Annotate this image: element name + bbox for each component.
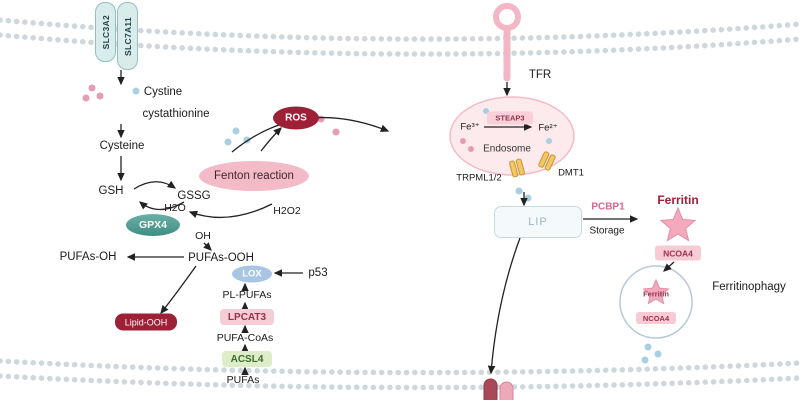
pufas-label: PUFAs: [226, 374, 260, 386]
cell-membrane-bottom: [0, 358, 800, 391]
cysteine-label: Cysteine: [99, 140, 145, 152]
tfr-receptor-icon: [493, 3, 521, 82]
dmt1-label: DMT1: [558, 167, 584, 179]
ros-bubble: ROS: [273, 106, 319, 130]
vesicle-ferritin-label: Ferritin: [643, 289, 669, 299]
ferritinophagy-label: Ferritinophagy: [712, 281, 786, 293]
lip-box: LIP: [494, 206, 582, 238]
vesicle-ncoa4-badge: NCOA4: [636, 312, 676, 324]
h2o2-label: H2O2: [273, 205, 301, 217]
pufas-oh-label: PUFAs-OH: [59, 251, 117, 263]
storage-label: Storage: [589, 225, 625, 237]
trpml-channel-icon: [509, 158, 525, 178]
ncoa4-badge: NCOA4: [655, 245, 701, 261]
pufa-coas-label: PUFA-CoAs: [216, 332, 274, 344]
pufas-ooh-label: PUFAs-OOH: [188, 252, 254, 264]
pathway-arrows: [117, 70, 675, 376]
h2o-label: H2O: [164, 202, 186, 214]
ferritin-label: Ferritin: [657, 193, 699, 207]
slc3a2-label: SLC3A2: [100, 14, 111, 50]
oh-label: OH: [195, 230, 211, 242]
pcbp1-label: PCBP1: [591, 201, 625, 213]
autophagosome-star-icon: [642, 278, 670, 305]
fe3-label: Fe³⁺: [460, 121, 480, 133]
endosome-label: Endosome: [483, 143, 531, 155]
lpcat3-enzyme: LPCAT3: [220, 309, 274, 325]
iron-export-channels: [483, 378, 514, 400]
cystine-label: Cystine: [143, 86, 183, 98]
pl-pufas-label: PL-PUFAs: [222, 289, 272, 301]
slc7a11-transporter: SLC7A11: [117, 2, 138, 70]
gssg-label: GSSG: [177, 190, 211, 202]
tfr-label: TFR: [528, 69, 552, 81]
gsh-label: GSH: [98, 185, 124, 197]
cystathionine-label: cystathionine: [142, 108, 210, 120]
slc3a2-transporter: SLC3A2: [95, 2, 116, 62]
lox-enzyme: LOX: [232, 265, 272, 283]
fenton-reaction-bubble: Fenton reaction: [199, 161, 309, 191]
trpml12-label: TRPML1/2: [456, 172, 502, 184]
gpx4-enzyme: GPX4: [126, 214, 180, 236]
slc7a11-label: SLC7A11: [122, 16, 133, 56]
lipid-ooh-badge: Lipid-OOH: [115, 313, 177, 331]
acsl4-enzyme: ACSL4: [222, 351, 272, 367]
autophagosome-shape: [619, 265, 693, 339]
ferritin-star-icon: [659, 206, 697, 242]
p53-label: p53: [308, 267, 328, 279]
dmt1-channel-icon: [538, 151, 556, 171]
fe2-label: Fe²⁺: [538, 122, 558, 134]
steap3-enzyme: STEAP3: [487, 111, 533, 125]
